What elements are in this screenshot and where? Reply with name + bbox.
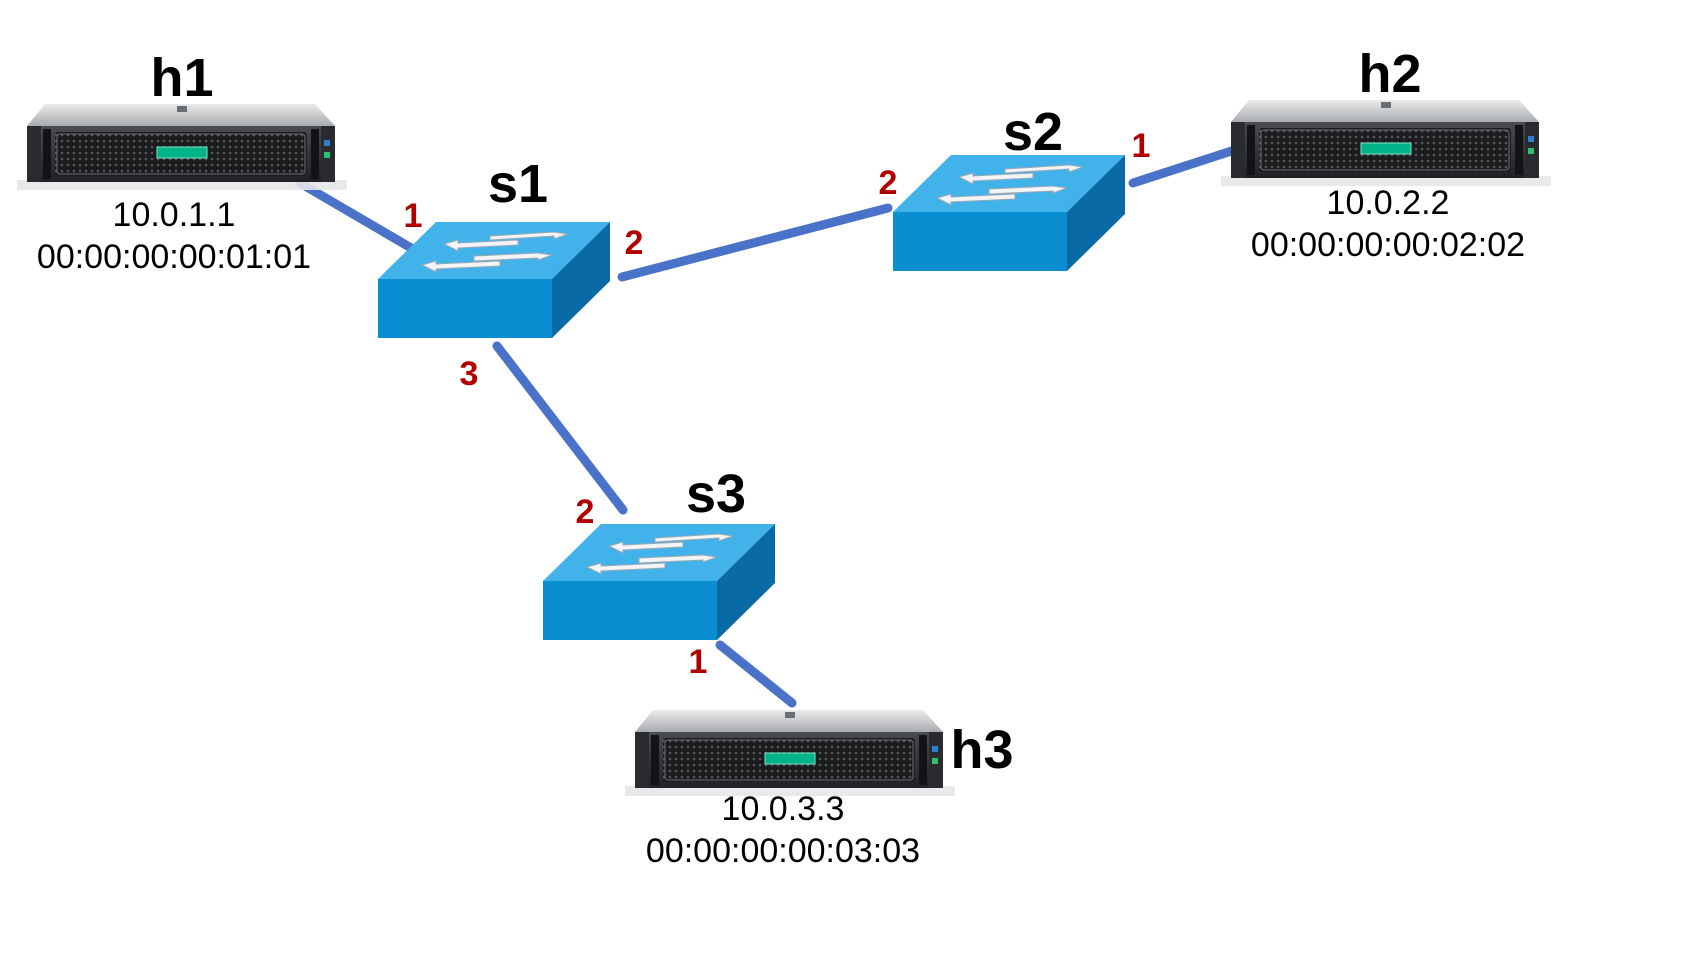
- switch-s1: s1: [377, 154, 611, 339]
- host-name: h1: [150, 48, 213, 108]
- host-name: h3: [950, 720, 1013, 780]
- rack-server-icon: [16, 103, 348, 191]
- switch-name: s3: [686, 464, 746, 524]
- host-mac: 00:00:00:00:03:03: [646, 832, 920, 870]
- link-s1-s3: [492, 341, 628, 515]
- switch-s2: s2: [892, 102, 1126, 272]
- rack-server-icon: [624, 709, 956, 797]
- port-label-s3: 2: [576, 493, 595, 531]
- host-ip: 10.0.3.3: [722, 790, 845, 828]
- switch-name: s1: [488, 154, 548, 214]
- host-h1: h1 10.0.1.1 00:00:00:00:01:01: [16, 48, 348, 276]
- host-ip: 10.0.2.2: [1327, 184, 1450, 222]
- network-switch-icon: [892, 154, 1126, 272]
- port-labels-layer: 1 2 2 1 3 2 1: [404, 127, 1151, 681]
- link-h1-s1: [295, 178, 423, 257]
- link-s1-s2: [617, 203, 893, 282]
- switch-s3: s3: [542, 464, 776, 641]
- links-layer: [295, 140, 1255, 708]
- port-label-s1: 3: [460, 355, 479, 393]
- port-label-s2: 2: [879, 164, 898, 202]
- host-h2: h2 10.0.2.2 00:00:00:00:02:02: [1220, 44, 1552, 264]
- host-h3: h3 10.0.3.3 00:00:00:00:03:03: [624, 709, 1014, 870]
- network-switch-icon: [542, 523, 776, 641]
- host-mac: 00:00:00:00:01:01: [37, 238, 311, 276]
- link-s3-h3: [715, 640, 797, 708]
- network-switch-icon: [377, 221, 611, 339]
- link-s2-h2: [1128, 140, 1255, 188]
- port-label-s3: 1: [689, 643, 708, 681]
- rack-server-icon: [1220, 99, 1552, 187]
- port-label-s1: 1: [404, 197, 423, 235]
- host-ip: 10.0.1.1: [113, 196, 236, 234]
- switch-name: s2: [1003, 102, 1063, 162]
- host-mac: 00:00:00:00:02:02: [1251, 226, 1525, 264]
- host-name: h2: [1358, 44, 1421, 104]
- port-label-s2: 1: [1132, 127, 1151, 165]
- port-label-s1: 2: [625, 224, 644, 262]
